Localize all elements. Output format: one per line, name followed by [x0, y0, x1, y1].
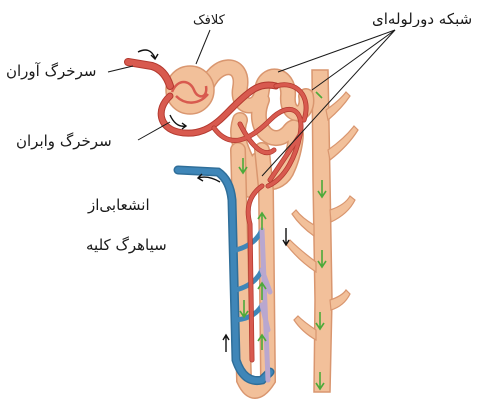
glomerular-capsule [166, 66, 214, 114]
capillary-network-label: شبکه دورلوله‌ای [372, 12, 472, 27]
afferent-arteriole-label: سرخرگ آوران [6, 64, 96, 79]
efferent-arteriole-label: سرخرگ وابران [16, 134, 112, 149]
capsule-label: کلافک [193, 14, 225, 27]
arterioles [128, 62, 306, 360]
renal-vein-branch-label-line1: انشعابی‌از [88, 198, 150, 213]
renal-vein-branch-label-line2: سیاهرگ کلیه [86, 238, 167, 253]
renal-vein-branch [178, 170, 270, 381]
